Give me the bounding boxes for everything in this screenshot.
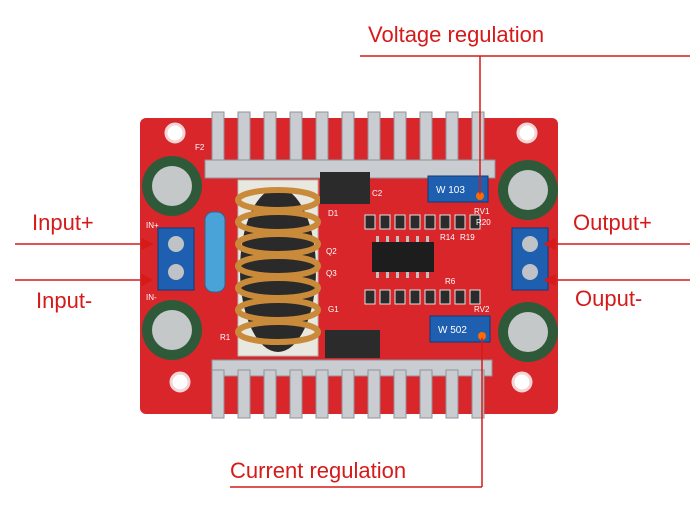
silk-r19: R19 — [460, 233, 475, 242]
input-fuse — [204, 211, 226, 293]
control-ic — [372, 242, 434, 272]
output-capacitor-top — [498, 160, 558, 220]
input-plus-label: Input+ — [32, 210, 94, 235]
pot-top-code: W 103 — [436, 185, 465, 196]
input-capacitor-top — [142, 156, 202, 216]
silk-rv1: RV1 — [474, 207, 490, 216]
ic-pins — [376, 236, 429, 278]
top-heatsink — [204, 111, 496, 179]
silk-r1: R1 — [220, 333, 231, 342]
output-plus-label: Output+ — [573, 210, 652, 235]
output-capacitor-bottom — [498, 302, 558, 362]
current-potentiometer — [429, 315, 491, 343]
silk-r20: R20 — [476, 218, 491, 227]
silk-c2: C2 — [372, 189, 383, 198]
mosfet-package — [325, 330, 380, 358]
bottom-heatsink — [211, 359, 493, 419]
silk-q3: Q3 — [326, 269, 337, 278]
pot-bottom-code: W 502 — [438, 325, 467, 336]
silk-g1: G1 — [328, 305, 339, 314]
voltage-regulation-label: Voltage regulation — [368, 22, 545, 47]
silk-in-plus: IN+ — [146, 221, 159, 230]
silk-q2: Q2 — [326, 247, 337, 256]
input-terminal-block — [157, 227, 195, 291]
diode-package — [320, 172, 370, 204]
output-minus-label: Ouput- — [575, 286, 643, 311]
silk-r6: R6 — [445, 277, 456, 286]
mounting-holes — [164, 122, 538, 393]
silk-f2: F2 — [195, 143, 205, 152]
silk-d1: D1 — [328, 209, 339, 218]
voltage-potentiometer — [427, 175, 489, 203]
input-capacitor-bottom — [142, 300, 202, 360]
current-regulation-label: Current regulation — [230, 458, 407, 483]
output-terminal-block — [511, 227, 549, 291]
silk-r14: R14 — [440, 233, 455, 242]
silk-rv2: RV2 — [474, 305, 490, 314]
silk-in-minus: IN- — [146, 293, 157, 302]
input-minus-label: Input- — [36, 288, 93, 313]
annotation-lines — [15, 55, 690, 488]
inductor-coil — [235, 179, 321, 357]
smd-components — [364, 214, 481, 305]
